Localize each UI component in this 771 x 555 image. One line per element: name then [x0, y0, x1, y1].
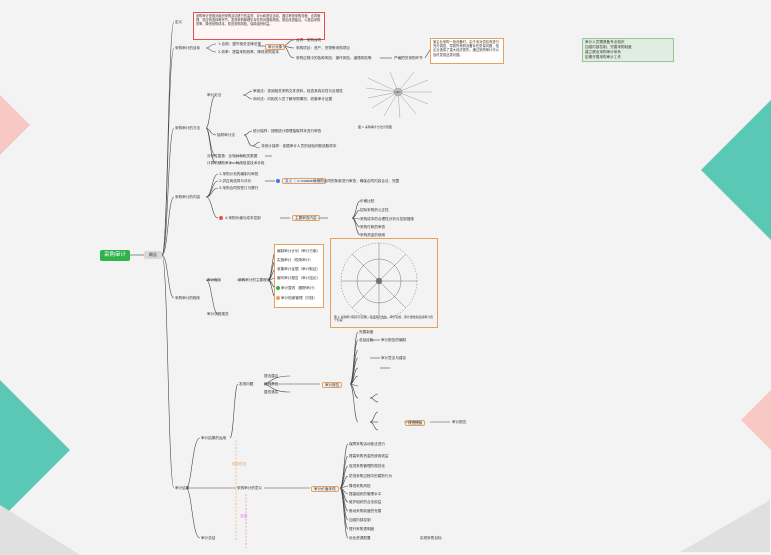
program-item-6: 审计档案管理（归档） [281, 296, 317, 300]
program-item-2: 实施审计（现场审计） [277, 258, 313, 262]
top-note-text: 采购审计是指对组织采购活动进行的监督、评价和鉴证活动，通过审查采购流程、合同管理… [196, 14, 321, 26]
content-list-5: 采购资金的使用 [360, 233, 386, 237]
warning-dot-icon [219, 216, 223, 220]
content-right: 对采购合同的条款进行审查，确保合同内容合法、完整 [313, 179, 400, 183]
bg-pink-triangle-left [0, 95, 30, 155]
branch-result[interactable]: 审计结果 [175, 486, 190, 490]
green-item-4: 定期开展采购审计工作 [585, 55, 621, 59]
root-node[interactable]: 采购审计 [100, 250, 130, 261]
goal-right-label: 严格把关采购环节 [394, 56, 423, 60]
result-tag2-right: 审计报告 [452, 420, 467, 424]
goal-sub-item-2: 采购项目：资产、货物等采购项目 [296, 46, 350, 50]
bg-pink-triangle-right [741, 390, 771, 450]
goal-sub-item-1: 合同：采购合同 [296, 38, 322, 42]
branch-content[interactable]: 采购审计的内容 [175, 195, 201, 199]
bottom-tag[interactable]: 审计价值体现 [311, 486, 339, 493]
content-list-1: 价格比较 [360, 199, 375, 203]
branch-definition[interactable]: 定义 [175, 20, 183, 24]
program-note: 审计流程规范 [207, 312, 229, 316]
program-status-icon [276, 286, 280, 290]
figure2-frame [330, 238, 438, 328]
footer-label: 审计总结 [201, 536, 216, 540]
method-sub-item-2: 非统计抽样：依据审计人员的经验判断选取样本 [261, 144, 337, 148]
result-right: 审计报告的编制 [381, 338, 407, 342]
bottom-item-4: 防范采购过程中的腐败行为 [349, 474, 393, 478]
figure1-caption: 图 1 采购审计方法示意图 [358, 125, 392, 129]
branch-goal[interactable]: 采购审计的目标 [175, 46, 201, 50]
figure1-radial-diagram [365, 71, 432, 119]
goal-sub-label[interactable]: 审计对象 [265, 44, 286, 51]
result-right2: 审计意见与建议 [381, 356, 407, 360]
result-item-4: 整改落实 [264, 390, 279, 394]
content-item-2: 2.供应商选择与评价 [219, 179, 252, 183]
content-list-4: 采购付款的审查 [360, 225, 386, 229]
content-badge[interactable]: 重点（ pre-content ） [282, 178, 326, 185]
method-more-1: 分析性复核：比较分析相关数据 [207, 154, 258, 158]
green-item-3: 建立健全采购审计体系 [585, 50, 621, 54]
result-label: 审计结果的运用 [201, 436, 227, 440]
result-item-1: 发现问题 [239, 382, 254, 386]
bottom-item-10: 提升采购透明度 [349, 527, 375, 531]
content-list-3: 采购成本的合理性分析与控制措施 [360, 217, 414, 221]
bottom-item-12: 实现采购目标 [420, 536, 442, 540]
concept-node[interactable]: 概念 [144, 251, 162, 259]
branch-program[interactable]: 采购审计的程序 [175, 296, 201, 300]
bottom-label: 采购审计的意义 [237, 486, 263, 490]
method-sub-label: 抽样审计法 [217, 133, 235, 137]
program-item-1: 编制审计计划（审计方案） [277, 249, 321, 253]
program-archive-icon [276, 296, 280, 300]
result-item-3: 追究责任 [264, 382, 279, 386]
goal-item-2: 2.效率：提高采购效率，降低采购成本 [218, 50, 279, 54]
program-item-4: 编写审计报告（审计结论） [277, 276, 321, 280]
bottom-item-1: 保障采购活动依法进行 [349, 442, 385, 446]
content-item-3: 3.采购合同的签订与履行 [219, 186, 259, 190]
method-group-label: 审计方法 [207, 93, 222, 97]
bottom-item-2: 提高采购资金的使用效益 [349, 454, 389, 458]
goal-sub-item-3: 采购过程中的各种风险：操作风险、道德风险等 [296, 56, 372, 60]
branch-method[interactable]: 采购审计的方法 [175, 126, 201, 130]
bottom-item-6: 提高组织的管理水平 [349, 492, 382, 496]
method-item-2: 询问法：向相关人员了解采购情况，收集审计证据 [253, 97, 333, 101]
bottom-item-9: 加强内部控制 [349, 518, 371, 522]
program-list-box: 编制审计计划（审计方案） 实施审计（现场审计） 收集审计证据（审计取证） 编写审… [274, 244, 324, 308]
program-item-3: 收集审计证据（审计取证） [277, 267, 321, 271]
bottom-item-7: 维护组织的合法权益 [349, 500, 382, 504]
method-more-2: 计算机辅助审计：利用信息技术手段 [207, 161, 265, 165]
top-note-box: 采购审计是指对组织采购活动进行的监督、评价和鉴证活动，通过审查采购流程、合同管理… [193, 12, 325, 40]
green-item-2: 加强内部控制，完善采购制度 [585, 45, 632, 49]
pink-label: 总结 [240, 514, 248, 518]
content-q-label[interactable]: 主要审查内容 [292, 215, 320, 222]
result-item-2: 提出建议 [264, 374, 279, 378]
green-note-box: 审计人员需具备专业知识 加强内部控制，完善采购制度 建立健全采购审计体系 定期开… [582, 38, 674, 62]
program-item-5: 审计整改（跟踪审计） [281, 286, 317, 290]
method-sub-item-1: 统计抽样：按照统计原理抽取样本进行审查 [253, 129, 322, 133]
quote-box: 某企业采购一批设备时，由于未对供应商进行充分调查，导致所采购设备存在质量问题，给… [430, 38, 504, 64]
program-sub: 采购审计的主要程序 [238, 278, 271, 282]
result-tag[interactable]: 审计报告 [322, 382, 343, 389]
result-item-5: 完善制度 [359, 330, 374, 334]
bottom-item-3: 促进采购管理的规范化 [349, 464, 385, 468]
result-tag2[interactable]: 改进措施 [405, 420, 426, 427]
bottom-item-5: 降低采购风险 [349, 484, 371, 488]
method-item-1: 审阅法：查阅相关采购文件资料，检查其真实性与合规性 [253, 89, 343, 93]
info-dot-icon [276, 179, 280, 183]
bottom-tag2: 风险防范 [232, 462, 247, 466]
content-list-2: 招标采购的公正性 [360, 208, 389, 212]
content-question: 4.采购价格与成本控制 [225, 216, 261, 220]
figure2-circle-diagram [340, 242, 418, 320]
goal-item-1: 1.合规：遵守相关法律法规 [218, 42, 261, 46]
bg-light-triangle-bottom-right [680, 500, 770, 552]
bg-teal-triangle-right [701, 100, 771, 240]
bg-teal-triangle-left [0, 380, 70, 520]
program-label: 审计程序 [207, 278, 222, 282]
bg-light-triangle-bottom [0, 505, 80, 555]
content-item-1: 1.采购计划的编制与审批 [219, 172, 259, 176]
bottom-item-11: 优化资源配置 [349, 536, 371, 540]
figure2-caption: 图 2 采购审计程序示意图，包括审计准备、审计实施、审计报告和后续审计四个阶段 [334, 315, 434, 323]
green-item-1: 审计人员需具备专业知识 [585, 40, 625, 44]
bottom-item-8: 推动采购制度的完善 [349, 509, 382, 513]
result-item-6: 总结经验 [359, 338, 374, 342]
quote-text: 某企业采购一批设备时，由于未对供应商进行充分调查，导致所采购设备存在质量问题，给… [433, 40, 499, 57]
